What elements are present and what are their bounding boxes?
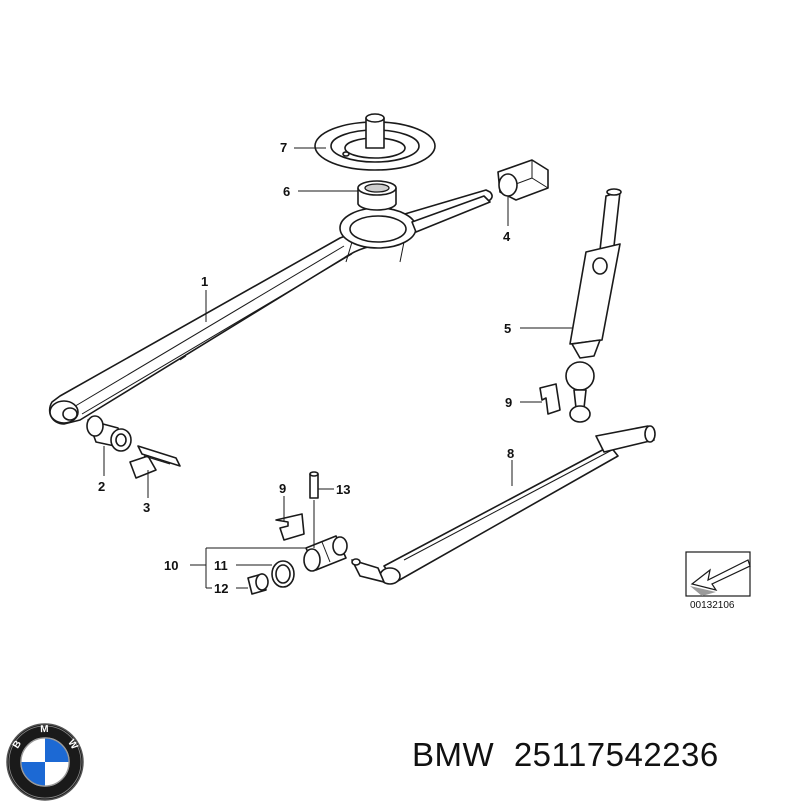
callout-6: 6 [283,184,290,199]
callout-7: 7 [280,140,287,155]
callout-9-lower: 9 [279,481,286,496]
part-12-bushing [247,573,269,595]
part-11-ring [271,560,295,588]
callout-9-upper: 9 [505,395,512,410]
part-1-shift-lever [48,189,493,425]
logo-letter-m: M [40,724,49,735]
callout-8: 8 [507,446,514,461]
callout-3: 3 [143,500,150,515]
reference-code: 00132106 [690,600,735,611]
part-10-joint [303,535,348,572]
part-6-bushing [357,180,397,211]
logo-letter-b: B [11,739,24,751]
caption-brand: BMW [412,736,495,773]
callout-10: 10 [164,558,178,573]
callout-5: 5 [504,321,511,336]
caption-part-number: 25117542236 [513,736,719,773]
leader-lines [103,147,572,589]
svg-text:B: B [11,739,24,751]
callout-4: 4 [503,229,511,244]
part-13-pin [309,471,319,499]
part-7-boot [314,113,436,171]
part-2-bushing [86,415,132,452]
callout-11: 11 [214,558,228,573]
arrow-icon [690,559,751,591]
callout-13: 13 [336,482,350,497]
callout-12: 12 [214,581,228,596]
part-9-clip-lower [275,513,305,541]
part-3-clip [129,445,181,479]
part-4-rubber-block [497,159,549,201]
callout-1: 1 [201,274,208,289]
svg-text:M: M [40,724,49,735]
callout-2: 2 [98,479,105,494]
part-9-clip-upper [539,383,561,415]
part-5-selector-rod [565,188,622,423]
part-caption: BMW 25117542236 [412,736,719,796]
reference-box: 00132106 [685,551,751,611]
part-8-selector-shaft [351,425,656,585]
callout-labels: 7 6 4 1 5 9 2 3 8 9 13 10 11 12 [98,140,514,596]
bmw-logo-icon: B M W [6,723,84,801]
